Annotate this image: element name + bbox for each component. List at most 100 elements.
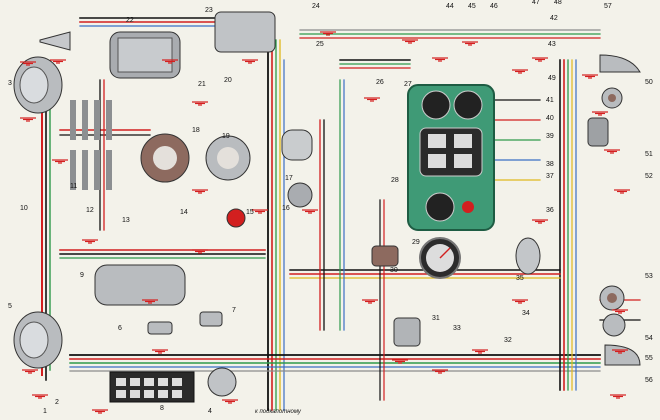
ground-symbol bbox=[604, 149, 620, 154]
callout-label: 18 bbox=[192, 127, 200, 134]
ground-symbol bbox=[22, 369, 38, 374]
ground-symbol bbox=[402, 39, 418, 44]
ground-symbol bbox=[432, 57, 448, 62]
callout-label: 40 bbox=[546, 115, 554, 122]
headlamp-bottom-left bbox=[13, 311, 63, 369]
spark-plugs bbox=[70, 100, 112, 190]
callout-label: 54 bbox=[645, 335, 653, 342]
lamp-7 bbox=[199, 311, 223, 327]
ground-symbol bbox=[242, 59, 258, 64]
callout-label: 12 bbox=[86, 207, 94, 214]
gauge-16 bbox=[287, 182, 313, 208]
callout-label: 56 bbox=[645, 377, 653, 384]
distributor-left bbox=[140, 133, 190, 183]
callout-label: 15 bbox=[246, 209, 254, 216]
ground-symbol bbox=[362, 299, 378, 304]
ground-symbol bbox=[92, 409, 108, 414]
callout-label: 43 bbox=[548, 41, 556, 48]
callout-label: 49 bbox=[548, 75, 556, 82]
callout-label: 47 bbox=[532, 0, 540, 6]
callout-label: 23 bbox=[205, 7, 213, 14]
callout-label: 5 bbox=[8, 303, 12, 310]
ground-symbol bbox=[610, 394, 626, 399]
ground-symbol bbox=[612, 349, 628, 354]
callout-label: 17 bbox=[285, 175, 293, 182]
fuel-gauge-30 bbox=[371, 245, 399, 267]
callout-label: 6 bbox=[118, 325, 122, 332]
pump-35 bbox=[515, 237, 541, 275]
callout-label: 28 bbox=[391, 177, 399, 184]
callout-label: 33 bbox=[453, 325, 461, 332]
callout-label: 32 bbox=[504, 337, 512, 344]
headlamp-top-left bbox=[13, 56, 63, 114]
callout-label: 10 bbox=[20, 205, 28, 212]
callout-label: 48 bbox=[554, 0, 562, 6]
callout-label: 45 bbox=[468, 3, 476, 10]
starter-motor bbox=[94, 264, 186, 306]
ground-symbol bbox=[192, 189, 208, 194]
ground-symbol bbox=[532, 219, 548, 224]
ground-symbol bbox=[432, 369, 448, 374]
lamp-48 bbox=[599, 54, 641, 73]
ground-symbol bbox=[512, 299, 528, 304]
ground-symbol bbox=[82, 239, 98, 244]
ground-symbol bbox=[152, 349, 168, 354]
callout-label: 44 bbox=[446, 3, 454, 10]
callout-label: 50 bbox=[645, 79, 653, 86]
ground-symbols bbox=[20, 31, 630, 414]
fog-lamp bbox=[207, 367, 237, 397]
ground-symbol bbox=[592, 111, 608, 116]
callout-label: 19 bbox=[222, 133, 230, 140]
callout-label: 13 bbox=[122, 217, 130, 224]
lamp-50 bbox=[601, 87, 623, 109]
callout-label: 39 bbox=[546, 133, 554, 140]
callout-label: 20 bbox=[224, 77, 232, 84]
callout-label: 7 bbox=[232, 307, 236, 314]
callout-label: 35 bbox=[516, 275, 524, 282]
lamp-53 bbox=[599, 285, 625, 311]
components bbox=[13, 11, 641, 403]
ground-symbol bbox=[20, 61, 36, 66]
callout-label: 29 bbox=[412, 239, 420, 246]
callout-label: 42 bbox=[550, 15, 558, 22]
ground-symbol bbox=[32, 394, 48, 399]
callout-label: 37 bbox=[546, 173, 554, 180]
ground-symbol bbox=[364, 97, 380, 102]
callout-label: 30 bbox=[390, 267, 398, 274]
callout-label: 2 bbox=[55, 399, 59, 406]
ground-symbol bbox=[462, 41, 478, 46]
switch-15 bbox=[226, 208, 246, 228]
ground-symbol bbox=[612, 309, 628, 314]
wiper-motor-31 bbox=[393, 317, 421, 347]
relay-52 bbox=[587, 117, 609, 147]
ground-symbol bbox=[302, 209, 318, 214]
heater-unit bbox=[214, 11, 276, 53]
callout-label: 9 bbox=[80, 272, 84, 279]
callout-label: 26 bbox=[376, 79, 384, 86]
ground-symbol bbox=[52, 159, 68, 164]
callout-label: 4 bbox=[208, 408, 212, 415]
callout-label: 46 bbox=[490, 3, 498, 10]
callout-label: 41 bbox=[546, 97, 554, 104]
callout-label: 11 bbox=[70, 183, 77, 190]
callout-label: 24 bbox=[312, 3, 320, 10]
gauge-29 bbox=[419, 237, 461, 279]
horn-top bbox=[39, 31, 71, 51]
ground-symbol bbox=[252, 209, 268, 214]
callout-label: 16 bbox=[282, 205, 290, 212]
ground-symbol bbox=[392, 359, 408, 364]
fuse-box bbox=[109, 371, 195, 403]
ignition-coil bbox=[109, 31, 181, 79]
ground-symbol bbox=[320, 31, 336, 36]
callout-label: 14 bbox=[180, 209, 188, 216]
ground-symbol bbox=[142, 299, 158, 304]
ground-symbol bbox=[582, 74, 598, 79]
ground-symbol bbox=[50, 59, 66, 64]
ground-symbol bbox=[192, 101, 208, 106]
callout-label: 55 bbox=[645, 355, 653, 362]
lamp-54 bbox=[602, 313, 626, 337]
callout-label: 8 bbox=[160, 405, 164, 412]
callout-label: 51 bbox=[645, 151, 653, 158]
